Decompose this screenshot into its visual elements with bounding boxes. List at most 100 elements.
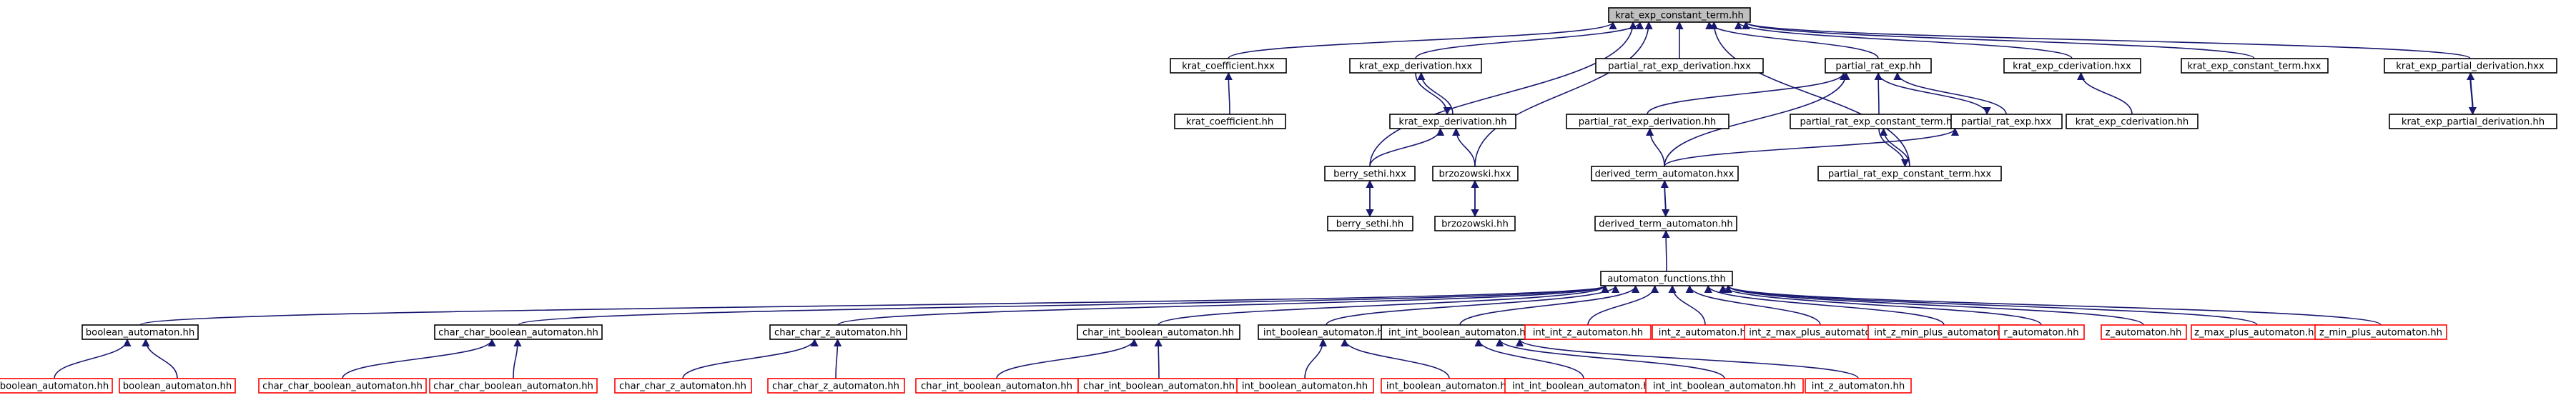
node-partial-rat-exp-derivation-hh[interactable]: partial_rat_exp_derivation.hh [1566, 114, 1729, 129]
edge-krat-exp-derivation-hxx-to-root [1415, 21, 1644, 59]
edge-krat-exp-cderivation-hh-to-krat-exp-cderivation-hxx [2077, 71, 2133, 115]
node-label: boolean_automaton.hh [86, 328, 194, 339]
node-automaton-functions-thh[interactable]: automaton_functions.thh [1600, 271, 1733, 286]
node-box [2066, 114, 2199, 129]
edge-r-automaton-hh-to-automaton-functions-thh [1719, 284, 2042, 326]
node-label: z_min_plus_automaton.hh [2319, 328, 2442, 339]
node-char-int-boolean-automaton-hh-b[interactable]: char_int_boolean_automaton.hh [1077, 378, 1241, 394]
node-label: char_int_boolean_automaton.hh [1082, 328, 1234, 339]
node-int-int-boolean-automaton-hh-a[interactable]: int_int_boolean_automaton.hh [1504, 378, 1663, 394]
node-int-int-boolean-automaton-hh-l3[interactable]: int_int_boolean_automaton.hh [1381, 324, 1539, 340]
node-box [2389, 114, 2557, 129]
edge-int-boolean-automaton-hh-l3-to-automaton-functions-thh [1326, 284, 1620, 326]
node-char-char-z-automaton-hh-b[interactable]: char_char_z_automaton.hh [767, 378, 905, 394]
node-char-int-boolean-automaton-hh-a[interactable]: char_int_boolean_automaton.hh [915, 378, 1079, 394]
edge-krat-exp-partial-derivation-hxx-to-root [1742, 21, 2471, 59]
edge-boolean-automaton-hh-l3-to-automaton-functions-thh [139, 284, 1609, 326]
node-char-int-boolean-automaton-hh-l3[interactable]: char_int_boolean_automaton.hh [1077, 324, 1240, 340]
node-char-char-z-automaton-hh-l3[interactable]: char_char_z_automaton.hh [769, 324, 907, 340]
node-krat-exp-cderivation-hh[interactable]: krat_exp_cderivation.hh [2066, 114, 2199, 129]
node-box [2181, 58, 2329, 74]
node-krat-exp-constant-term-hxx[interactable]: krat_exp_constant_term.hxx [2181, 58, 2329, 74]
node-label: krat_coefficient.hh [1186, 117, 1274, 128]
node-box [0, 378, 113, 394]
node-int-z-max-plus-automaton-hh[interactable]: int_z_max_plus_automaton.hh [1744, 324, 1897, 340]
node-krat-exp-cderivation-hxx[interactable]: krat_exp_cderivation.hxx [2003, 58, 2141, 74]
node-derived-term-automaton-hxx[interactable]: derived_term_automaton.hxx [1591, 166, 1739, 181]
edge-z-min-plus-automaton-hh-to-automaton-functions-thh [1724, 284, 2382, 326]
node-box [1170, 58, 1287, 74]
node-partial-rat-exp-constant-term-hxx[interactable]: partial_rat_exp_constant_term.hxx [1817, 166, 2002, 181]
node-label: int_int_boolean_automaton.hh [1388, 328, 1531, 339]
node-box [2101, 324, 2187, 340]
node-char-char-z-automaton-hh-a[interactable]: char_char_z_automaton.hh [614, 378, 752, 394]
edge-char-char-z-automaton-hh-b-to-char-char-z-automaton-hh-l3 [833, 338, 842, 379]
edge-char-int-boolean-automaton-hh-b-to-char-int-boolean-automaton-hh-l3 [1154, 338, 1163, 379]
edge-derived-term-automaton-hxx-to-partial-rat-exp-derivation-hh [1646, 127, 1665, 167]
node-box [1825, 58, 1932, 74]
node-box [1327, 216, 1413, 231]
edge-int-int-boolean-automaton-hh-l3-to-automaton-functions-thh [1459, 284, 1640, 326]
node-z-min-plus-automaton-hh[interactable]: z_min_plus_automaton.hh [2314, 324, 2447, 340]
node-krat-coefficient-hh[interactable]: krat_coefficient.hh [1174, 114, 1286, 129]
node-int-int-boolean-automaton-hh-b[interactable]: int_int_boolean_automaton.hh [1645, 378, 1804, 394]
node-int-boolean-automaton-hh-a[interactable]: int_boolean_automaton.hh [1236, 378, 1374, 394]
node-boolean-automaton-hh-b[interactable]: boolean_automaton.hh [119, 378, 236, 394]
node-boolean-automaton-hh-l3[interactable]: boolean_automaton.hh [82, 324, 199, 340]
edge-int-int-boolean-automaton-hh-b-to-int-int-boolean-automaton-hh-l3 [1496, 338, 1725, 379]
node-krat-exp-partial-derivation-hh[interactable]: krat_exp_partial_derivation.hh [2389, 114, 2557, 129]
node-r-automaton-hh[interactable]: r_automaton.hh [1998, 324, 2085, 340]
node-int-int-z-automaton-hh-l3[interactable]: int_int_z_automaton.hh [1524, 324, 1652, 340]
node-brzozowski-hh[interactable]: brzozowski.hh [1434, 216, 1516, 231]
node-label: derived_term_automaton.hxx [1595, 169, 1734, 180]
edge-char-int-boolean-automaton-hh-a-to-char-int-boolean-automaton-hh-l3 [996, 338, 1138, 379]
edge-krat-coefficient-hh-to-krat-coefficient-hxx [1224, 71, 1233, 115]
edge-char-int-boolean-automaton-hh-l3-to-automaton-functions-thh [1158, 284, 1609, 326]
node-label: krat_exp_cderivation.hh [2076, 117, 2188, 128]
node-partial-rat-exp-hxx[interactable]: partial_rat_exp.hxx [1950, 114, 2063, 129]
node-z-max-plus-automaton-hh[interactable]: z_max_plus_automaton.hh [2191, 324, 2324, 340]
node-int-boolean-automaton-hh-l3[interactable]: int_boolean_automaton.hh [1258, 324, 1396, 340]
node-partial-rat-exp-constant-term-hh[interactable]: partial_rat_exp_constant_term.hh [1790, 114, 1968, 129]
edge-char-char-boolean-automaton-hh-a-to-char-char-boolean-automaton-hh-l3 [342, 338, 496, 379]
node-z-automaton-hh[interactable]: z_automaton.hh [2101, 324, 2187, 340]
node-int-z-automaton-hh-b[interactable]: int_z_automaton.hh [1805, 378, 1912, 394]
node-krat-coefficient-hxx[interactable]: krat_coefficient.hxx [1170, 58, 1287, 74]
node-partial-rat-exp-derivation-hxx[interactable]: partial_rat_exp_derivation.hxx [1595, 58, 1764, 74]
node-label: berry_sethi.hh [1336, 219, 1404, 230]
node-int-boolean-automaton-hh-b[interactable]: int_boolean_automaton.hh [1381, 378, 1519, 394]
node-boolean-automaton-hh-a[interactable]: boolean_automaton.hh [0, 378, 113, 394]
node-brzozowski-hxx[interactable]: brzozowski.hxx [1432, 166, 1519, 181]
node-berry-sethi-hh[interactable]: berry_sethi.hh [1327, 216, 1413, 231]
node-char-char-boolean-automaton-hh-a[interactable]: char_char_boolean_automaton.hh [258, 378, 427, 394]
node-derived-term-automaton-hh[interactable]: derived_term_automaton.hh [1594, 216, 1737, 231]
edge-char-char-z-automaton-hh-a-to-char-char-z-automaton-hh-l3 [682, 338, 819, 379]
node-box [434, 324, 603, 340]
node-int-z-automaton-hh-l3[interactable]: int_z_automaton.hh [1652, 324, 1759, 340]
node-berry-sethi-hxx[interactable]: berry_sethi.hxx [1324, 166, 1416, 181]
edge-krat-exp-partial-derivation-hxx-to-krat-exp-partial-derivation-hh [2468, 72, 2477, 116]
edge-krat-exp-cderivation-hxx-to-root [1734, 21, 2073, 59]
node-box [2314, 324, 2447, 340]
edge-int-int-z-automaton-hh-l3-to-automaton-functions-thh [1587, 284, 1659, 326]
node-label: char_char_boolean_automaton.hh [262, 381, 423, 392]
node-char-char-boolean-automaton-hh-l3[interactable]: char_char_boolean_automaton.hh [434, 324, 603, 340]
edge-partial-rat-exp-constant-term-hxx-to-partial-rat-exp-constant-term-hh [1879, 127, 1910, 167]
node-krat-exp-partial-derivation-hxx[interactable]: krat_exp_partial_derivation.hxx [2384, 58, 2557, 74]
node-krat-exp-derivation-hxx[interactable]: krat_exp_derivation.hxx [1349, 58, 1482, 74]
edge-int-z-automaton-hh-b-to-int-int-boolean-automaton-hh-l3 [1516, 338, 1859, 379]
node-char-char-boolean-automaton-hh-b[interactable]: char_char_boolean_automaton.hh [429, 378, 598, 394]
node-root[interactable]: krat_exp_constant_term.hh [1608, 7, 1751, 23]
node-label: int_int_boolean_automaton.hh [1653, 381, 1796, 392]
node-box [614, 378, 752, 394]
node-int-z-min-plus-automaton-hh[interactable]: int_z_min_plus_automaton.hh [1867, 324, 2020, 340]
node-krat-exp-derivation-hh[interactable]: krat_exp_derivation.hh [1389, 114, 1516, 129]
node-partial-rat-exp-hh[interactable]: partial_rat_exp.hh [1825, 58, 1932, 74]
edge-partial-rat-exp-constant-term-hh-to-partial-rat-exp-hh [1874, 71, 1882, 115]
node-label: char_char_boolean_automaton.hh [438, 328, 598, 339]
edge-automaton-functions-thh-to-derived-term-automaton-hh [1662, 229, 1670, 272]
node-label: int_boolean_automaton.hh [1242, 381, 1368, 392]
node-label: partial_rat_exp.hxx [1961, 117, 2052, 128]
node-box [1645, 378, 1804, 394]
edge-partial-rat-exp-hxx-to-partial-rat-exp-hh [1893, 71, 2007, 115]
